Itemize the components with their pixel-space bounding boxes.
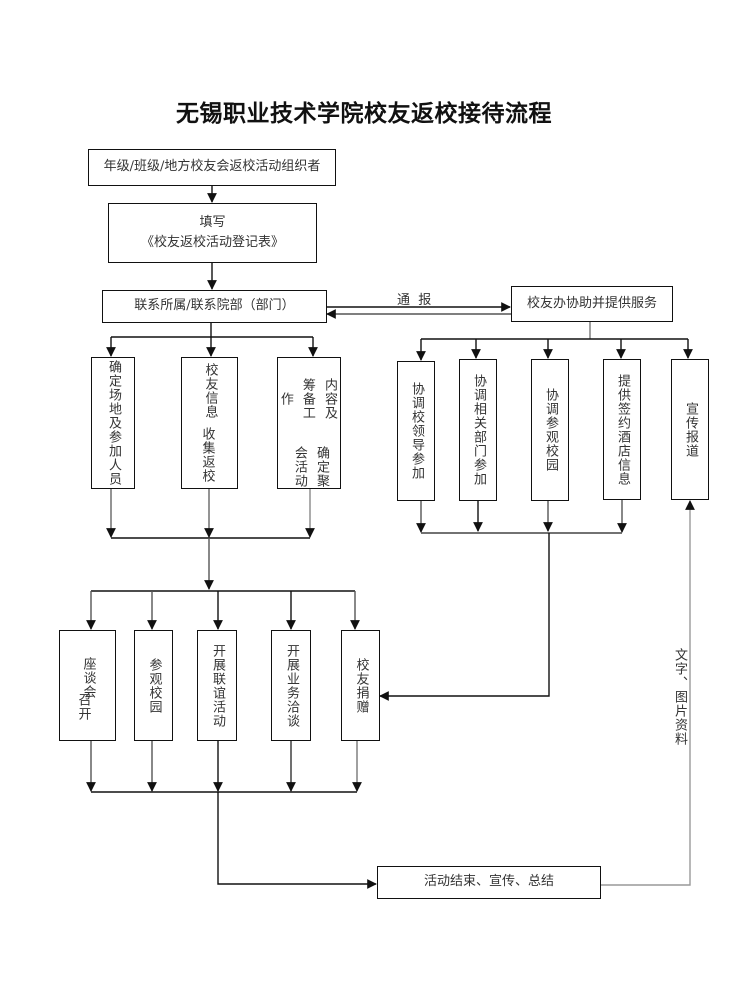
alumni-office-box: 校友办协助并提供服务 — [511, 286, 673, 322]
activity-symposium-col1: 座谈会 — [80, 656, 96, 699]
left-task-venue: 确定场地及参加人员 — [91, 357, 135, 489]
office-task-hotel-text: 提供签约酒店信息 — [615, 373, 631, 486]
page-title: 无锡职业技术学院校友返校接待流程 — [176, 101, 552, 127]
activity-donation: 校友捐赠 — [341, 630, 380, 741]
office-task-leaders-text: 协调校领导参加 — [409, 382, 425, 480]
left-task-prep-col2: 确定聚会活动 — [291, 445, 329, 488]
contact-dept-label: 联系所属/联系院部（部门） — [134, 298, 295, 314]
organizer-label: 年级/班级/地方校友会返校活动组织者 — [103, 159, 321, 175]
activity-social: 开展联谊活动 — [197, 630, 237, 741]
activity-donation-text: 校友捐赠 — [353, 657, 369, 714]
activity-campus-tour-text: 参观校园 — [146, 657, 162, 714]
edge-activities-to-conclusion — [217, 792, 377, 889]
activity-business-text: 开展业务洽谈 — [284, 643, 300, 728]
fill-form-line2: 《校友返校活动登记表》 — [140, 235, 284, 250]
conclusion-label: 活动结束、宣传、总结 — [423, 874, 554, 890]
activity-symposium-col2: 召开 — [75, 692, 91, 721]
office-task-campus-tour-text: 协调参观校园 — [543, 388, 559, 472]
edge-conclusion-to-publicity — [600, 500, 695, 886]
left-task-venue-text: 确定场地及参加人员 — [106, 360, 122, 486]
left-task-info-col1: 校友信息 — [202, 363, 218, 419]
alumni-office-label: 校友办协助并提供服务 — [526, 295, 657, 311]
notify-label: 通 报 — [397, 293, 432, 308]
materials-label: 文字、图片资料 — [672, 648, 687, 746]
contact-dept-box: 联系所属/联系院部（部门） — [102, 290, 327, 323]
conclusion-box: 活动结束、宣传、总结 — [377, 866, 601, 899]
left-task-info: 校友信息 收集返校 — [181, 357, 238, 489]
left-task-prep-col1: 内容及筹备工作 — [277, 377, 337, 420]
activity-campus-tour: 参观校园 — [134, 630, 173, 741]
office-task-departments: 协调相关部门参加 — [459, 359, 497, 501]
activity-business: 开展业务洽谈 — [271, 630, 311, 741]
office-task-publicity-text: 宣传报道 — [683, 401, 699, 458]
activity-social-text: 开展联谊活动 — [210, 643, 226, 728]
office-task-departments-text: 协调相关部门参加 — [471, 374, 487, 486]
office-task-hotel: 提供签约酒店信息 — [603, 359, 641, 500]
office-task-leaders: 协调校领导参加 — [397, 361, 435, 501]
left-task-info-col2: 收集返校 — [199, 427, 215, 483]
office-task-campus-tour: 协调参观校园 — [531, 359, 569, 501]
edge-office-to-donation — [379, 533, 550, 701]
fill-form-line1: 填写 — [199, 214, 226, 230]
activity-symposium: 座谈会 召开 — [59, 630, 116, 741]
office-task-publicity: 宣传报道 — [671, 359, 709, 500]
organizer-box: 年级/班级/地方校友会返校活动组织者 — [88, 149, 336, 186]
left-task-prep: 内容及筹备工作 确定聚会活动 — [277, 357, 341, 489]
fill-form-box: 填写 《校友返校活动登记表》 — [108, 203, 317, 263]
